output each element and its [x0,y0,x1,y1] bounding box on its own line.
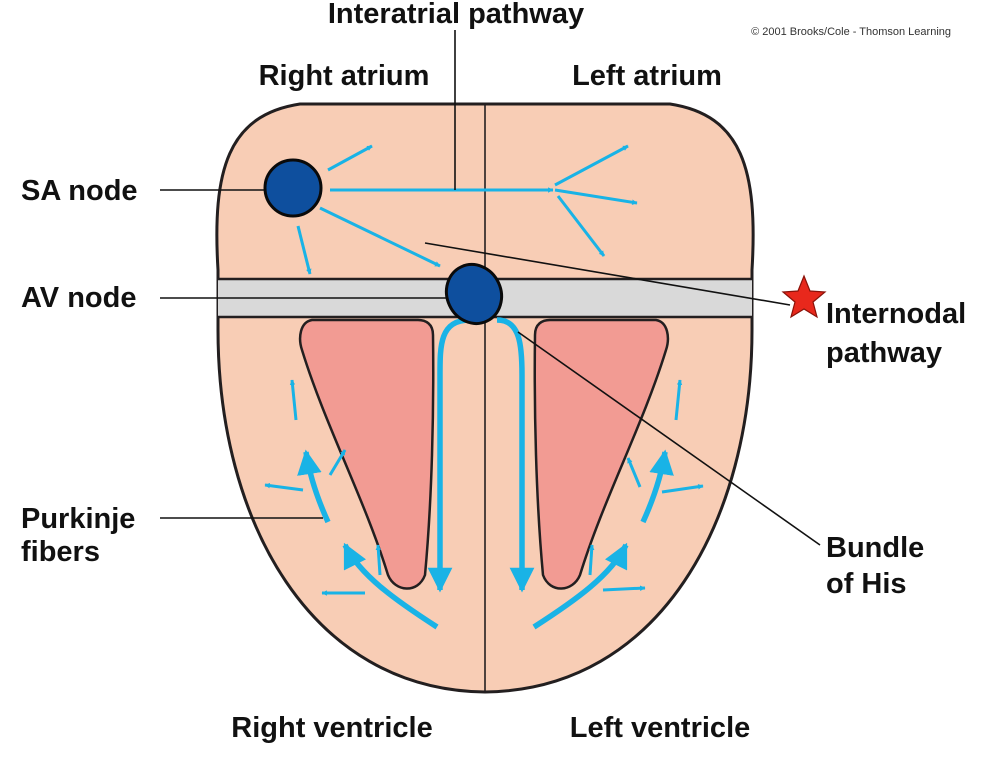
purkinje-fibers-label-line1: Purkinje [21,503,135,535]
bundle-of-his-label-line1: Bundle [826,532,924,564]
bundle-of-his-label-line2: of His [826,568,907,600]
right-atrium-label: Right atrium [259,60,430,92]
right-purkinje-arrows [264,379,439,630]
star-icon [781,274,827,319]
av-node [444,263,504,325]
left-ventricle-cavity [533,318,670,590]
right-ventricle-label: Right ventricle [231,712,432,744]
left-ventricle-label: Left ventricle [570,712,751,744]
internodal-pathway-label-line2: pathway [826,337,942,369]
left-purkinje-arrows [532,379,704,630]
copyright-text: © 2001 Brooks/Cole - Thomson Learning [751,26,951,38]
right-ventricle-cavity [298,318,435,590]
sa-node-label: SA node [21,175,138,207]
left-atrium-label: Left atrium [572,60,722,92]
sa-node [263,158,323,218]
interatrial-pathway-label: Interatrial pathway [328,0,584,30]
internodal-pathway-label-line1: Internodal [826,298,966,330]
leader-lines [160,30,821,546]
atrial-impulse-arrows [296,144,638,275]
bundle-branches [427,317,535,593]
av-node-label: AV node [21,282,136,314]
purkinje-fibers-label-line2: fibers [21,536,100,568]
